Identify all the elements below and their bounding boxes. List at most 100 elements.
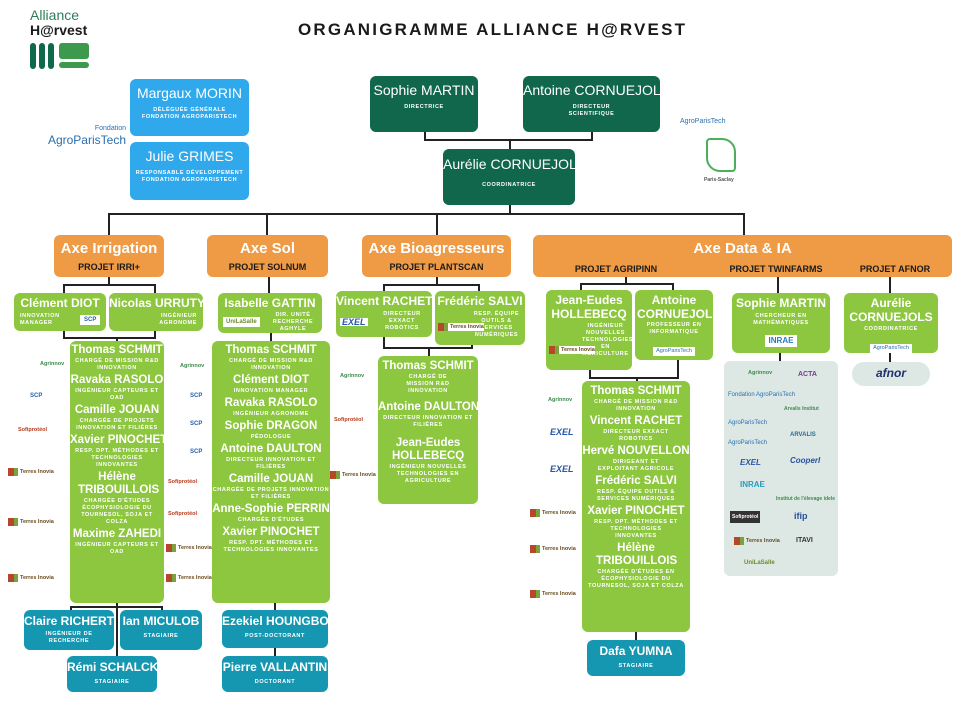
connector-line <box>580 283 674 285</box>
connector-line <box>889 353 891 362</box>
paris-saclay-logo-icon <box>706 138 736 172</box>
partner-logo: ARVALIS <box>790 432 816 438</box>
person-name: Isabelle GATTIN <box>224 296 316 310</box>
person-role: Resp. équipe outils & services numérique… <box>473 311 520 338</box>
person-name: Hélène TRIBOUILLOIS <box>596 542 678 567</box>
partner-logo: Fondation AgroParisTech <box>728 392 796 398</box>
afnor-panel: afnor <box>852 362 930 386</box>
fondation-logo-sub: Fondation <box>94 125 126 132</box>
scp-logo: SCP <box>80 315 101 325</box>
person-role: Stagiaire <box>143 633 179 639</box>
connector-line <box>154 331 156 338</box>
connector-line <box>63 284 65 294</box>
person-name: Xavier PINOCHET <box>222 526 320 538</box>
person-role: Professeur en informatique <box>646 322 702 335</box>
connector-line <box>424 132 426 140</box>
junior-card: Ezekiel HOUNGBO Post-doctorant <box>222 610 329 648</box>
person-name: Antoine DAULTON <box>220 443 322 455</box>
person-role: Coordinatrice <box>864 326 918 332</box>
fondation-logo-text: AgroParisTech <box>47 133 126 147</box>
project-label: PROJET PLANTSCAN <box>389 262 484 272</box>
partner-logo: Sofiprotéol <box>168 479 198 485</box>
axis-title: Axe Bioagresseurs <box>368 240 505 257</box>
scientific-director-card: Antoine CORNUEJOLS Directeur scientifiqu… <box>523 76 670 132</box>
axis-bioagresseurs-header: Axe Bioagresseurs PROJET PLANTSCAN <box>362 235 511 277</box>
person-name: Ezekiel HOUNGBO <box>222 614 329 628</box>
person-role: Resp. dpt. méthodes et technologies inno… <box>75 448 159 468</box>
person-name: Frédéric SALVI <box>595 475 677 487</box>
person-card: Nicolas URRUTY Ingénieur agronome <box>109 293 206 331</box>
person-name: Julie GRIMES <box>145 148 234 164</box>
connector-line <box>383 284 385 292</box>
partner-logo: ITAVI <box>796 537 813 544</box>
junior-card: Rémi SCHALCK Stagiaire <box>67 656 158 692</box>
connector-line <box>636 377 638 382</box>
connector-line <box>589 370 591 378</box>
person-name: Hervé NOUVELLON <box>582 445 690 457</box>
person-name: Xavier PINOCHET <box>587 505 685 517</box>
connector-line <box>383 337 385 348</box>
team-card: Thomas SCHMIT Chargé de mission R&D inno… <box>582 381 690 632</box>
partner-logo: INRAE <box>740 480 765 489</box>
connector-line <box>436 277 438 285</box>
project-label: PROJET SOLNUM <box>228 262 307 272</box>
person-card: Aurélie CORNUEJOLS Coordinatrice AgroPar… <box>844 293 938 353</box>
person-name: Clément DIOT <box>232 374 310 386</box>
partner-logo: SCP <box>190 449 203 455</box>
inrae-logo: INRAE <box>764 335 798 347</box>
partner-logo: Terres Inovia <box>8 468 54 476</box>
person-card: Jean-Eudes HOLLEBECQ Ingénieur nouvelles… <box>546 290 633 370</box>
exel-logo: EXEL <box>340 317 368 327</box>
person-role: Directeur innovation et filières <box>226 457 316 470</box>
person-name: Aurélie CORNUEJOLS <box>849 296 933 324</box>
person-name: Nicolas URRUTY <box>109 296 206 310</box>
person-name: Jean-Eudes HOLLEBECQ <box>392 437 465 462</box>
person-name: Camille JOUAN <box>228 473 314 485</box>
partner-logo: Terres Inovia <box>166 574 212 582</box>
connector-line <box>635 632 637 640</box>
person-name: Antoine CORNUEJOLS <box>637 293 721 321</box>
axis-data-ia-header: Axe Data & IA PROJET AGRIPINN PROJET TWI… <box>533 235 952 277</box>
person-name: Sophie DRAGON <box>224 420 318 432</box>
junior-card: Pierre VALLANTIN Doctorant <box>222 656 328 692</box>
partner-logo: Sofiprotéol <box>18 427 48 433</box>
person-name: Pierre VALLANTIN <box>222 660 328 674</box>
person-name: Thomas SCHMIT <box>590 385 682 397</box>
person-role: Chercheur en mathématiques <box>753 313 809 326</box>
person-name: Camille JOUAN <box>74 404 160 416</box>
person-name: Ravaka RASOLO <box>70 374 164 386</box>
project-label: PROJET AGRIPINN <box>574 264 658 274</box>
person-name: Sophie MARTIN <box>373 82 475 98</box>
connector-line <box>268 277 270 293</box>
person-role: Stagiaire <box>94 679 130 685</box>
person-role: Chargé de mission R&D innovation <box>406 374 450 394</box>
connector-line <box>274 648 276 656</box>
partner-logo: AgroParisTech <box>728 420 768 426</box>
page-title: ORGANIGRAMME ALLIANCE H@RVEST <box>298 20 688 39</box>
person-role: Resp. équipe outils & services numérique… <box>597 489 675 502</box>
alliance-harvest-logo: Alliance H@rvest <box>30 8 110 69</box>
connector-line <box>154 284 156 294</box>
logo-mark-icon <box>30 43 110 69</box>
connector-line <box>580 283 582 291</box>
axis-irrigation-header: Axe Irrigation PROJET IRRI+ <box>54 235 164 277</box>
connector-line <box>274 603 276 611</box>
connector-line <box>471 345 473 348</box>
person-role: Directeur scientifique <box>568 104 615 117</box>
partner-logo: Terres Inovia <box>549 346 595 354</box>
person-role: Dirigeant et exploitant agricole <box>597 459 675 472</box>
person-role: Chargée d'études <box>237 517 305 523</box>
paris-saclay-logo-text: Paris-Saclay <box>704 177 734 183</box>
person-role: Ingénieur capteurs et OAD <box>75 388 159 401</box>
person-role: Coordinatrice <box>482 182 536 188</box>
axis-sol-header: Axe Sol PROJET SOLNUM <box>207 235 328 277</box>
partner-logo: ifip <box>794 511 808 521</box>
person-name: Sophie MARTIN <box>736 296 826 310</box>
team-card: Thomas SCHMIT Chargé de mission R&D inno… <box>378 356 479 504</box>
person-role: Stagiaire <box>618 663 654 669</box>
connector-line <box>108 213 744 215</box>
person-card: Clément DIOT Innovation manager <box>14 293 106 331</box>
connector-line <box>116 337 118 342</box>
partner-logo: SCP <box>190 393 203 399</box>
partner-logo: SCP <box>190 421 203 427</box>
